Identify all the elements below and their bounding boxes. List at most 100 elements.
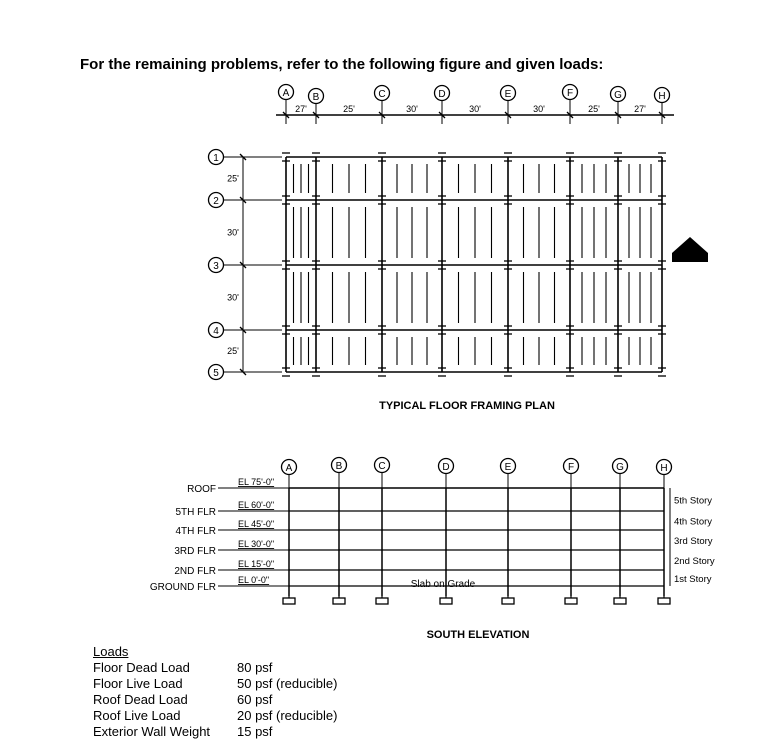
story-label: 2nd Story <box>674 556 715 567</box>
load-value: 60 psf <box>237 692 273 707</box>
column-bubble <box>653 86 671 104</box>
column-bubble <box>307 87 325 105</box>
dimension-tick <box>614 111 622 119</box>
elevation-column-label: F <box>568 462 574 473</box>
level-elevation: EL 0'-0" <box>238 575 269 585</box>
row-label: 1 <box>213 153 219 164</box>
south-elevation: A B C D E F G H ROOF EL 75'-0" 5TH FLR EL 60'-0" 4TH… <box>150 456 715 605</box>
loads-table: Loads Floor Dead Load 80 psf Floor Live … <box>93 644 337 740</box>
load-name: Roof Dead Load <box>93 692 188 707</box>
bay-width-label: 27' <box>295 104 307 114</box>
dimension-tick <box>566 111 574 119</box>
plan-title: TYPICAL FLOOR FRAMING PLAN <box>379 400 555 412</box>
load-row: Roof Live Load 20 psf (reducible) <box>93 708 337 724</box>
load-value: 50 psf (reducible) <box>237 676 338 691</box>
page-heading: For the remaining problems, refer to the… <box>80 56 604 73</box>
dimension-tick <box>504 111 512 119</box>
column-label: G <box>614 90 622 101</box>
row-bubble <box>207 256 225 274</box>
load-row: Floor Live Load 50 psf (reducible) <box>93 676 337 692</box>
load-value: 80 psf <box>237 660 273 675</box>
row-spacing-label: 30' <box>227 293 239 303</box>
bay-width-label: 25' <box>343 104 355 114</box>
row-bubble <box>207 363 225 381</box>
dimension-tick <box>658 111 666 119</box>
column-label: D <box>438 89 445 100</box>
bay-width-label: 30' <box>533 104 545 114</box>
column-bubble <box>561 83 579 101</box>
load-value: 20 psf (reducible) <box>237 708 338 723</box>
row-bubble <box>207 148 225 166</box>
bay-width-label: 30' <box>469 104 481 114</box>
load-name: Roof Live Load <box>93 708 181 723</box>
dimension-tick <box>312 111 320 119</box>
row-label: 3 <box>213 261 219 272</box>
level-elevation: EL 45'-0" <box>238 519 274 529</box>
column-label: A <box>283 88 290 99</box>
column-bubble <box>433 84 451 102</box>
story-label: 5th Story <box>674 496 712 507</box>
column-bubble <box>277 83 295 101</box>
story-label: 3rd Story <box>674 536 713 547</box>
loads-title: Loads <box>93 644 129 659</box>
footing <box>501 597 515 605</box>
load-value: 15 psf <box>237 724 273 739</box>
dimension-tick <box>282 111 290 119</box>
load-name: Exterior Wall Weight <box>93 724 211 739</box>
load-name: Floor Live Load <box>93 676 183 691</box>
bay-width-label: 30' <box>406 104 418 114</box>
slab-on-grade-label: Slab on Grade <box>411 579 476 590</box>
elevation-column-label: H <box>660 463 667 474</box>
level-elevation: EL 30'-0" <box>238 539 274 549</box>
typical-floor-framing-plan: A B C D E F G H 27' 25' 30' 30' 30' 25' 27' 1 2 3 4 5 25' 30'… <box>207 83 674 381</box>
row-label: 5 <box>213 368 219 379</box>
north-arrow-icon <box>672 237 708 262</box>
footing <box>439 597 453 605</box>
column-label: H <box>658 91 665 102</box>
footing <box>613 597 627 605</box>
column-bubble <box>609 85 627 103</box>
column-label: C <box>378 89 385 100</box>
elevation-column-label: G <box>616 462 624 473</box>
column-label: B <box>313 92 320 103</box>
elevation-title: SOUTH ELEVATION <box>427 629 530 641</box>
dimension-tick <box>438 111 446 119</box>
dimension-tick <box>378 111 386 119</box>
row-label: 4 <box>213 326 219 337</box>
elevation-column-label: C <box>378 461 385 472</box>
level-name: 3RD FLR <box>174 546 216 557</box>
footing <box>375 597 389 605</box>
footing <box>564 597 578 605</box>
level-elevation: EL 60'-0" <box>238 500 274 510</box>
column-bubble <box>499 84 517 102</box>
level-elevation: EL 15'-0" <box>238 559 274 569</box>
elevation-column-label: D <box>442 462 449 473</box>
row-spacing-label: 25' <box>227 174 239 184</box>
level-name: ROOF <box>187 484 216 495</box>
bay-width-label: 25' <box>588 104 600 114</box>
row-spacing-label: 25' <box>227 346 239 356</box>
level-name: 5TH FLR <box>175 507 216 518</box>
row-label: 2 <box>213 196 219 207</box>
load-row: Roof Dead Load 60 psf <box>93 692 337 708</box>
column-label: F <box>567 88 573 99</box>
footing <box>657 597 671 605</box>
level-elevation: EL 75'-0" <box>238 477 274 487</box>
load-name: Floor Dead Load <box>93 660 190 675</box>
level-name: 4TH FLR <box>175 526 216 537</box>
elevation-column-label: E <box>505 462 512 473</box>
story-label: 1st Story <box>674 574 712 585</box>
row-spacing-label: 30' <box>227 228 239 238</box>
load-row: Floor Dead Load 80 psf <box>93 660 337 676</box>
column-label: E <box>505 89 512 100</box>
bay-width-label: 27' <box>634 104 646 114</box>
row-bubble <box>207 321 225 339</box>
column-bubble <box>373 84 391 102</box>
level-name: 2ND FLR <box>174 566 216 577</box>
story-label: 4th Story <box>674 517 712 528</box>
elevation-column-label: B <box>336 461 343 472</box>
footing <box>282 597 296 605</box>
elevation-column-label: A <box>286 463 293 474</box>
load-row: Exterior Wall Weight 15 psf <box>93 724 337 740</box>
